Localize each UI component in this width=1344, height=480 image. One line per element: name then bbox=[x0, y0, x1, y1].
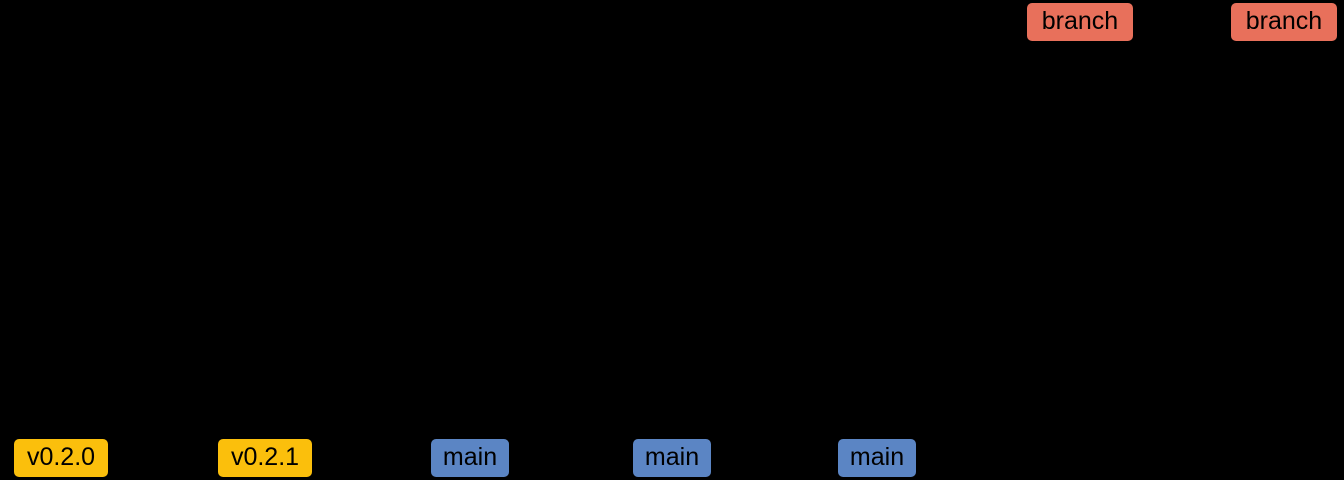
ref-badge-main[interactable]: main bbox=[633, 439, 711, 477]
ref-badge-branch[interactable]: branch bbox=[1231, 3, 1337, 41]
ref-badge-label: v0.2.0 bbox=[26, 442, 96, 471]
ref-badge-tag[interactable]: v0.2.1 bbox=[218, 439, 312, 477]
ref-badge-branch[interactable]: branch bbox=[1027, 3, 1133, 41]
ref-badge-label: main bbox=[644, 442, 700, 471]
ref-badge-label: main bbox=[442, 442, 498, 471]
ref-badge-main[interactable]: main bbox=[838, 439, 916, 477]
ref-badge-label: branch bbox=[1245, 6, 1323, 35]
ref-badge-main[interactable]: main bbox=[431, 439, 509, 477]
ref-badge-tag[interactable]: v0.2.0 bbox=[14, 439, 108, 477]
ref-badge-label: main bbox=[849, 442, 905, 471]
ref-badge-label: branch bbox=[1041, 6, 1119, 35]
ref-badge-label: v0.2.1 bbox=[230, 442, 300, 471]
